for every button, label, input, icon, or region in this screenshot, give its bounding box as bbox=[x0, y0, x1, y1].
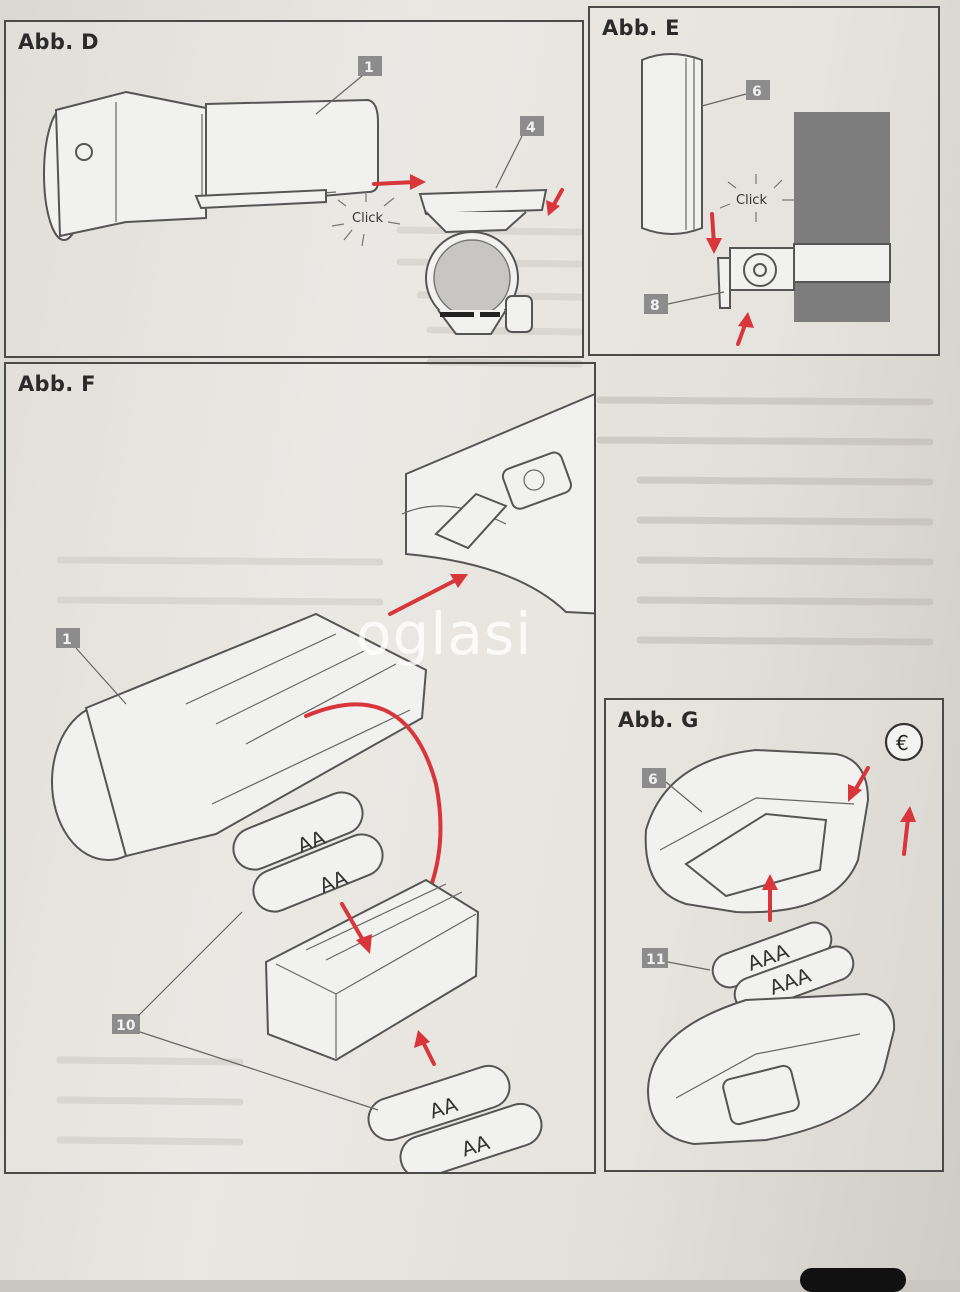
aa-battery-pair-lower: AA AA bbox=[367, 1064, 543, 1172]
svg-text:11: 11 bbox=[646, 952, 665, 968]
sensor-body-illustration bbox=[43, 90, 379, 241]
diagram-e: 6 Click 8 bbox=[641, 53, 891, 346]
system-bar-pill bbox=[800, 1268, 906, 1292]
part-number-badge: 1 bbox=[56, 628, 80, 648]
svg-text:€: € bbox=[896, 731, 909, 755]
svg-text:6: 6 bbox=[648, 772, 658, 788]
click-indicator: Click bbox=[719, 174, 794, 222]
panel-abb-g: Abb. G € 6 bbox=[604, 698, 944, 1172]
svg-text:4: 4 bbox=[526, 120, 536, 136]
clamp-illustration bbox=[716, 247, 795, 309]
svg-text:1: 1 bbox=[364, 60, 374, 76]
diagram-g: € 6 bbox=[642, 722, 924, 1146]
coin-icon: € bbox=[884, 722, 924, 762]
panel-abb-f: Abb. F bbox=[4, 362, 596, 1174]
part-number-badge: 4 bbox=[520, 116, 544, 136]
part-number-badge: 11 bbox=[642, 948, 668, 968]
svg-text:Click: Click bbox=[736, 193, 767, 208]
sensor-body-illustration bbox=[51, 612, 428, 861]
back-cover-illustration bbox=[646, 992, 896, 1146]
part-number-badge: 10 bbox=[112, 1014, 140, 1034]
sensor-vertical-illustration bbox=[641, 53, 703, 235]
svg-text:Click: Click bbox=[352, 211, 383, 226]
diagram-d: 1 Click bbox=[43, 56, 564, 335]
click-indicator: Click bbox=[331, 192, 401, 247]
remote-cover-illustration bbox=[644, 748, 870, 914]
aaa-battery-pair: AAA AAA bbox=[711, 921, 855, 1013]
panel-abb-e: Abb. E 6 bbox=[588, 6, 940, 356]
svg-text:10: 10 bbox=[116, 1018, 136, 1034]
pole-illustration bbox=[794, 112, 890, 322]
top-cover-illustration bbox=[401, 393, 594, 615]
svg-text:1: 1 bbox=[62, 632, 72, 648]
aa-battery-pair-upper: AA AA bbox=[232, 791, 384, 913]
part-number-badge: 6 bbox=[746, 80, 770, 100]
part-number-badge: 6 bbox=[642, 768, 666, 788]
panel-title: Abb. E bbox=[602, 16, 680, 40]
panel-title: Abb. F bbox=[18, 372, 96, 396]
part-number-badge: 1 bbox=[358, 56, 382, 76]
svg-text:6: 6 bbox=[752, 84, 762, 100]
panel-abb-d: Abb. D 1 Click bbox=[4, 20, 584, 358]
panel-title: Abb. G bbox=[618, 708, 699, 732]
battery-tray-illustration bbox=[264, 878, 480, 1062]
mount-clamp-illustration bbox=[418, 188, 548, 335]
diagram-f: 1 AA AA bbox=[51, 393, 594, 1172]
svg-text:8: 8 bbox=[650, 298, 660, 314]
part-number-badge: 8 bbox=[644, 294, 668, 314]
panel-title: Abb. D bbox=[18, 30, 99, 54]
watermark-text: oglasi bbox=[356, 600, 533, 668]
